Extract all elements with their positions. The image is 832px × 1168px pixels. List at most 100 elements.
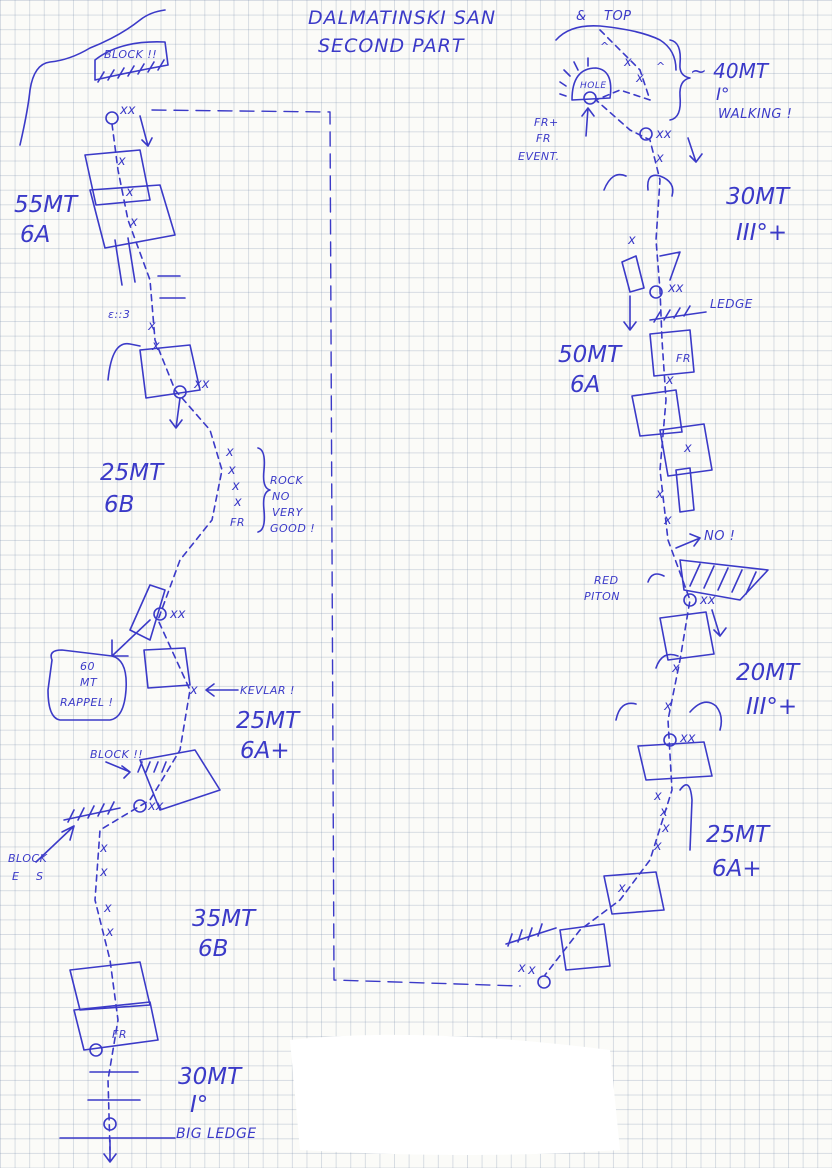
title-line-1: DALMATINSKI SAN <box>308 7 496 29</box>
bolt-mark: x <box>105 925 114 940</box>
title-block: DALMATINSKI SAN SECOND PART <box>308 7 496 57</box>
hatch-block-top <box>97 59 165 83</box>
rock-quality-4: GOOD ! <box>270 522 315 535</box>
rappel-line-1: 60 <box>80 660 95 673</box>
rock-feature-6 <box>73 1001 159 1051</box>
left-pitch-4-grade: 6B <box>198 936 228 962</box>
bracket-top-pitch <box>669 39 691 121</box>
rappel-bubble <box>47 649 128 721</box>
belay-5-left <box>89 1043 103 1057</box>
right-route-line <box>544 29 691 976</box>
fr-label-right: FR <box>676 352 691 365</box>
bolt-mark: x <box>623 55 632 70</box>
rock-outline-right-5 <box>615 701 723 731</box>
hatch-hole <box>559 57 589 97</box>
bolt-mark: x <box>661 821 670 836</box>
block-top-label: BLOCK !! <box>104 48 157 61</box>
crack-feature-right-3 <box>675 467 695 513</box>
no-label: NO ! <box>704 529 735 544</box>
bolt-mark: x <box>663 699 672 714</box>
belay-bolts: xx <box>699 593 716 608</box>
top-pitch-note: WALKING ! <box>718 107 792 122</box>
kevlar-arrow <box>205 683 239 697</box>
hole-outline <box>571 67 612 101</box>
right-pitch-1-length: 30MT <box>726 184 791 210</box>
bolt-mark: x <box>99 841 108 856</box>
rock-feature-right-7 <box>559 923 611 971</box>
fr-event-3: EVENT. <box>518 150 560 163</box>
hatch-ledge-mid <box>67 801 115 823</box>
left-pitch-4-length: 35MT <box>192 906 257 932</box>
big-ledge-label: BIG LEDGE <box>176 1126 257 1142</box>
rock-outline-top-right <box>555 24 677 71</box>
bolt-mark: x <box>659 805 668 820</box>
rock-feature-3 <box>139 344 201 399</box>
bolt-mark: x <box>655 151 664 166</box>
bolt-mark: x <box>627 233 636 248</box>
bolt-mark: x <box>617 881 626 896</box>
ledge-label: LEDGE <box>710 297 753 311</box>
belay-hole <box>583 91 597 105</box>
arrow-block-side <box>35 825 75 863</box>
belay-3-right <box>683 593 697 607</box>
belay-6-left <box>103 1117 117 1131</box>
bolt-mark: x <box>653 789 662 804</box>
rock-outline-left-2 <box>107 342 141 381</box>
block-side-s: S <box>36 870 43 883</box>
top-pitch-length: ~ 40MT <box>690 59 770 83</box>
left-pitch-1-grade: 6A <box>20 222 50 248</box>
bolt-mark: x <box>99 865 108 880</box>
rock-feature-right-1 <box>649 329 695 377</box>
top-symbol: & <box>576 9 587 24</box>
top-pitch-grade: I° <box>716 85 730 105</box>
right-pitch-1-grade: III°+ <box>736 220 787 246</box>
crack-feature-left <box>129 584 166 641</box>
bolt-mark: x <box>227 463 236 478</box>
left-pitch-1-length: 55MT <box>14 192 79 218</box>
ledge-line-right <box>649 311 707 321</box>
block-mid-label: BLOCK !! <box>90 748 143 761</box>
bolt-mark: x <box>233 495 242 510</box>
bolt-mark: x <box>671 661 680 676</box>
bolt-mark: x <box>655 487 664 502</box>
title-line-2: SECOND PART <box>318 35 465 57</box>
top-label: TOP <box>604 9 632 24</box>
bracket-rock-quality <box>257 447 271 533</box>
belay-4-right <box>663 733 677 747</box>
arrow-to-hole <box>581 107 595 137</box>
rock-feature-right-2 <box>631 389 683 437</box>
crack-feature-right-2 <box>659 251 681 281</box>
rappel-line-2: MT <box>80 676 98 689</box>
right-pitch-4-grade: 6A+ <box>712 856 762 882</box>
ledge-lines-1 <box>157 275 186 299</box>
overhang-outline <box>679 559 769 601</box>
right-pitch-3-length: 20MT <box>736 660 801 686</box>
block-mid-outline <box>139 749 221 811</box>
rock-quality-2: NO <box>272 490 290 503</box>
red-piton-2: PITON <box>584 590 620 603</box>
left-route: BLOCK !! xx x x x ε::3 xx x x ROCK NO VE… <box>8 9 315 1163</box>
right-route: & TOP HOLE FR+ FR EVENT. ~ 40MT I° WALKI… <box>505 9 801 989</box>
bolt-mark: x <box>151 339 160 354</box>
arrow-down-2-left <box>169 397 183 429</box>
rock-quality-3: VERY <box>272 506 304 519</box>
left-pitch-2-length: 25MT <box>100 460 165 486</box>
rock-feature-right-6 <box>603 871 665 915</box>
bolt-mark: x <box>117 154 126 169</box>
fr-label-bottom: FR <box>112 1028 127 1041</box>
belay-3-left <box>153 607 167 621</box>
bolt-mark: x <box>147 319 156 334</box>
rock-outline-right-3 <box>647 573 665 583</box>
bolt-mark: x <box>683 441 692 456</box>
belay-bottom-right <box>537 975 551 989</box>
arrow-down-1-right <box>687 137 703 163</box>
belay-bolts-top-left: xx <box>119 103 136 118</box>
hatch-ledge-bottom-right <box>507 923 543 947</box>
rock-feature-right-3 <box>659 423 713 477</box>
arrow-down-top-left <box>139 115 153 147</box>
left-pitch-5-grade: I° <box>190 1092 208 1118</box>
fr-label-left: FR <box>230 516 245 529</box>
bolt-mark: x <box>527 963 536 978</box>
blank-paper-patch <box>290 1034 620 1155</box>
crack-feature-right-1 <box>621 255 645 293</box>
